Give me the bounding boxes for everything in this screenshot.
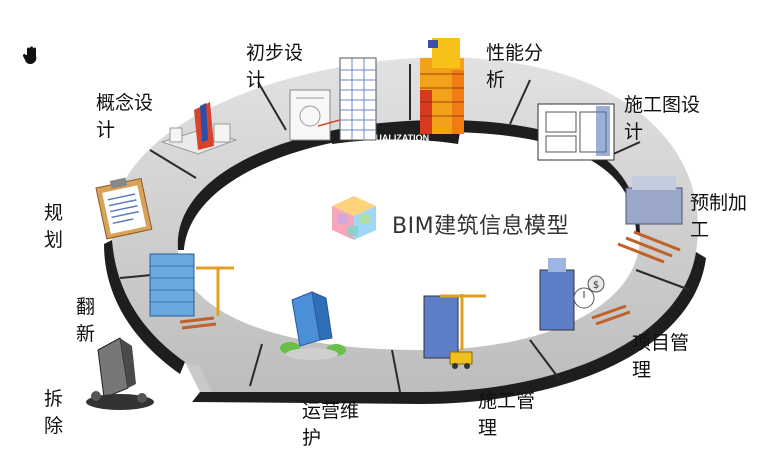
stage-label-renovation: 翻 新	[76, 296, 96, 345]
heatmap-building-icon	[420, 38, 464, 134]
renovation-crane-icon	[149, 253, 234, 330]
ring-surface	[111, 57, 698, 392]
stage-label-project-mgmt: 项目管 理	[632, 332, 690, 381]
hand-cursor-icon	[22, 46, 40, 70]
stage-label-construction-mgmt: 施工管 理	[478, 390, 536, 439]
ring-left-wall	[104, 240, 185, 374]
stage-label-concept: 概念设 计	[96, 92, 154, 141]
stage-label-preliminary: 初步设 计	[246, 42, 304, 91]
crane-icon	[423, 294, 486, 369]
stage-label-construction-drawing: 施工图设 计	[624, 94, 701, 143]
prefab-factory-icon	[617, 176, 683, 264]
ring-tail	[185, 362, 212, 392]
project-management-icon: $	[539, 258, 631, 331]
office-tower-icon	[280, 291, 346, 360]
stage-label-demolition: 拆 除	[44, 388, 64, 437]
preliminary-design-icon	[289, 57, 377, 141]
clipboard-icon	[95, 177, 153, 240]
bim-cube-logo-icon	[332, 196, 376, 240]
stage-label-analysis: 性能分 析	[486, 42, 544, 91]
svg-text:$: $	[593, 280, 599, 291]
concept-model-icon	[160, 102, 238, 155]
floor-plan-icon	[537, 103, 615, 161]
center-title: BIM建筑信息模型	[392, 214, 570, 239]
stage-label-prefab: 预制加 工	[690, 192, 748, 241]
stage-label-planning: 规 划	[44, 202, 64, 251]
stage-label-operations: 运营维 护	[302, 400, 360, 449]
demolition-rubble-icon	[86, 337, 154, 410]
visualization-banner: VISUALIZATION	[361, 133, 429, 143]
ring-inner-rim	[177, 120, 640, 250]
